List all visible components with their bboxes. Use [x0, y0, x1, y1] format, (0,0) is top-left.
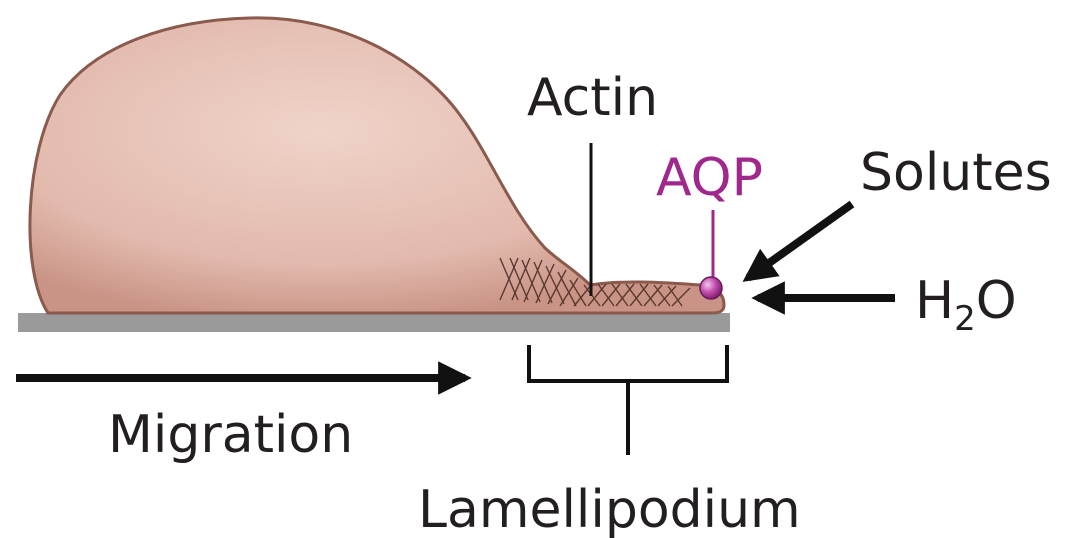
water-label-base: H — [915, 271, 954, 331]
cell-body — [30, 18, 724, 313]
water-label-subscript: 2 — [954, 299, 976, 339]
aqp-label: AQP — [656, 148, 763, 208]
water-label-tail: O — [976, 271, 1017, 331]
lamellipodium-bracket — [529, 345, 727, 455]
actin-label: Actin — [527, 68, 658, 128]
lamellipodium-label: Lamellipodium — [418, 480, 801, 538]
solutes-arrow — [748, 204, 852, 278]
solutes-label: Solutes — [860, 143, 1052, 203]
substrate-bar — [18, 313, 730, 332]
aqp-channel-icon — [700, 277, 722, 299]
water-label: H2O — [915, 271, 1017, 339]
migration-label: Migration — [108, 405, 353, 465]
